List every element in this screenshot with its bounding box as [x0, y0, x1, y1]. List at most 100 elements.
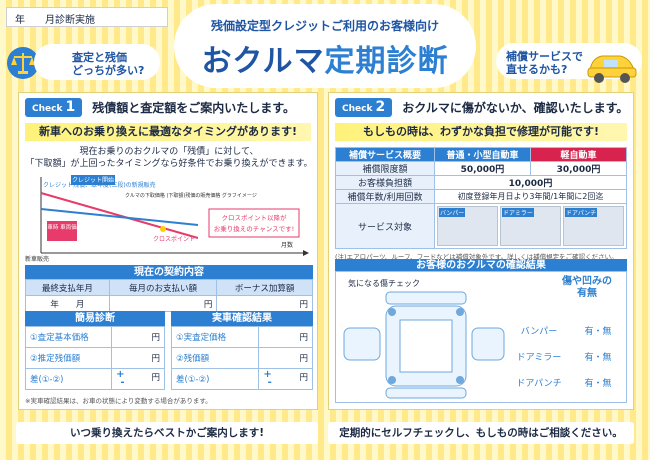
result-row-option[interactable]: 有・無 [584, 327, 612, 337]
check1-tag-number: 1 [65, 99, 76, 115]
result-row-name: ドアミラー [516, 353, 562, 363]
actual-row-value[interactable]: 円 [258, 326, 313, 348]
simple-diagnosis-table: ①査定基本価格円 ②推定残価額円 差(①-②)+ -円 [24, 326, 165, 390]
series1-label: クレジット残債、本年度(三段)の新規販売 [43, 181, 156, 189]
row-years-label: 補償年数/利用回数 [335, 189, 435, 204]
result-row-door-mirror[interactable]: ドアミラー 有・無 [508, 350, 626, 364]
col-bonus: ボーナス加算額 [216, 279, 313, 296]
row-deductible-value: 10,000円 [433, 175, 628, 190]
actual-row-value[interactable]: 円 [258, 347, 313, 369]
col-kei-car: 軽自動車 [529, 147, 628, 162]
x-axis-label: 月数 [281, 241, 293, 249]
damage-check-label: 気になる傷チェック [348, 279, 420, 288]
current-contract-table: 最終支払年月 毎月のお支払い額 ボーナス加算額 年 月 円 円 [25, 279, 313, 312]
cross-note-line1: クロスポイント以降が [222, 213, 288, 222]
service-target-thumbs: バンパー ドアミラー ドアパンチ [433, 203, 628, 249]
service-table: 補償サービス概要 普通・小型自動車 軽自動車 補償限度額 50,000円 30,… [335, 147, 628, 249]
actual-row-label: ②残価額 [170, 347, 260, 369]
row-years-value: 初度登録年月日より3年間/1年間に2回迄 [433, 189, 628, 204]
current-contract-head: 現在の契約内容 [25, 265, 313, 280]
actual-check-table: ①実査定価格円 ②残価額円 差(①-②)+ -円 [170, 326, 313, 390]
actual-row-value[interactable]: + - 円 [258, 368, 313, 390]
bubble-assessment-vs-residual: 査定と残価 どっちが多い? [34, 44, 160, 80]
service-note: (注)エアロパーツ、ルーフ、フードなどは補償対象外です。詳しくは補償規定をご確認… [335, 253, 618, 261]
cross-point-marker [160, 226, 166, 232]
simple-row-value[interactable]: 円 [111, 326, 165, 348]
check1-banner: 新車へのお乗り換えに最適なタイミングがあります! [25, 123, 311, 141]
result-row-name: バンパー [520, 327, 558, 337]
bonus-field[interactable]: 円 [216, 295, 313, 312]
plus-minus-sign: + - [263, 369, 272, 388]
result-row-option[interactable]: 有・無 [584, 379, 612, 389]
result-box: 気になる傷チェック 傷や凹みの 有無 バンパー 有・無 ドアミラー 有・無 ドア… [335, 271, 627, 403]
simple-row-label: ②推定残価額 [24, 347, 113, 369]
cross-point-label: クロスポイント [153, 235, 195, 243]
result-head: お客様のおクルマの確認結果 [335, 259, 627, 272]
row-target-label: サービス対象 [335, 203, 435, 249]
col-regular-car: 普通・小型自動車 [433, 147, 531, 162]
footer-right: 定期的にセルフチェックし、もしもの時はご相談ください。 [328, 422, 634, 444]
simple-row-label: 差(①-②) [24, 368, 113, 390]
residual-cross-graph: クレジット開始 クレジット残債、本年度(三段)の新規販売 新車時 車両価格 クル… [25, 175, 309, 263]
y-axis-label: 新車販売 [25, 255, 49, 263]
credit-balance-line [40, 192, 199, 239]
car-icon [582, 42, 640, 84]
damage-col-head: 傷や凹みの 有無 [562, 276, 612, 299]
bubble-left-text: 査定と残価 どっちが多い? [72, 51, 145, 77]
simple-row-label: ①査定基本価格 [24, 326, 113, 348]
row-limit-regular: 50,000円 [433, 161, 531, 176]
thumb-bumper: バンパー [436, 206, 498, 246]
page-subtitle: 残価設定型クレジットご利用のお客様向け [210, 19, 439, 33]
credit-start-label: クレジット開始 [72, 176, 114, 184]
col-service-overview: 補償サービス概要 [335, 147, 435, 162]
result-row-bumper[interactable]: バンパー 有・無 [508, 324, 626, 338]
result-row-option[interactable]: 有・無 [584, 353, 612, 363]
check2-tag-text: Check [342, 104, 373, 114]
bubble-right-text: 補償サービスで 直せるかも? [506, 50, 583, 76]
market-point-label: クルマの下取価格 (下取額)残価の販売価格 グラフイメージ [125, 192, 257, 199]
page-title-part1: おクルマ [201, 44, 325, 79]
simple-row-value[interactable]: 円 [111, 347, 165, 369]
check1-intro: 現在お乗りのおクルマの「残債」に対して、 「下取額」が上回ったタイミングなら好条… [25, 147, 313, 169]
actual-row-label: ①実査定価格 [170, 326, 260, 348]
page-title-part2: 定期診断 [324, 44, 449, 79]
thumb-door-mirror: ドアミラー [499, 206, 561, 246]
check2-tag-number: 2 [375, 99, 386, 115]
balance-scale-icon [6, 46, 40, 80]
plus-minus-sign: + - [116, 369, 125, 388]
row-limit-kei: 30,000円 [529, 161, 628, 176]
car-diagram [343, 291, 505, 399]
trade-in-line [40, 208, 199, 226]
page-title: おクルマ定期診断 [176, 36, 474, 80]
thumb-door-dent-label: ドアパンチ [564, 208, 598, 217]
col-monthly-payment: 毎月のお支払い額 [108, 279, 218, 296]
check1-tag-text: Check [32, 104, 63, 114]
monthly-payment-field[interactable]: 円 [108, 295, 218, 312]
result-row-name: ドアパンチ [516, 379, 562, 389]
simple-row-value[interactable]: + -円 [111, 368, 165, 390]
final-payment-field[interactable]: 年 月 [25, 295, 110, 312]
thumb-bumper-label: バンパー [438, 208, 466, 217]
thumb-door-mirror-label: ドアミラー [501, 208, 534, 217]
thumb-door-dent: ドアパンチ [562, 206, 624, 246]
unit-yen: 円 [299, 373, 308, 383]
check2-banner: もしもの時は、わずかな負担で修理が可能です! [335, 123, 627, 141]
header-title-card: 残価設定型クレジットご利用のお客様向け おクルマ定期診断 [176, 6, 474, 86]
new-car-price-label: 新車時 車両価格 [42, 223, 83, 231]
check1-footnote: ※実車確認結果は、お車の状態により変動する場合があります。 [25, 397, 212, 405]
check2-title: おクルマに傷がないか、確認いたします。 [402, 101, 629, 115]
col-final-payment: 最終支払年月 [25, 279, 110, 296]
inspection-date-field[interactable]: 年 月診断実施 [6, 7, 168, 27]
row-deductible-label: お客様負担額 [335, 175, 435, 190]
actual-check-head: 実車確認結果 [171, 311, 313, 326]
footer-left: いつ乗り換えたらベストかご案内します! [16, 422, 318, 444]
row-limit-label: 補償限度額 [335, 161, 435, 176]
result-row-door-dent[interactable]: ドアパンチ 有・無 [508, 376, 626, 390]
cross-note-line2: お乗り換えのチャンスです! [214, 224, 294, 233]
